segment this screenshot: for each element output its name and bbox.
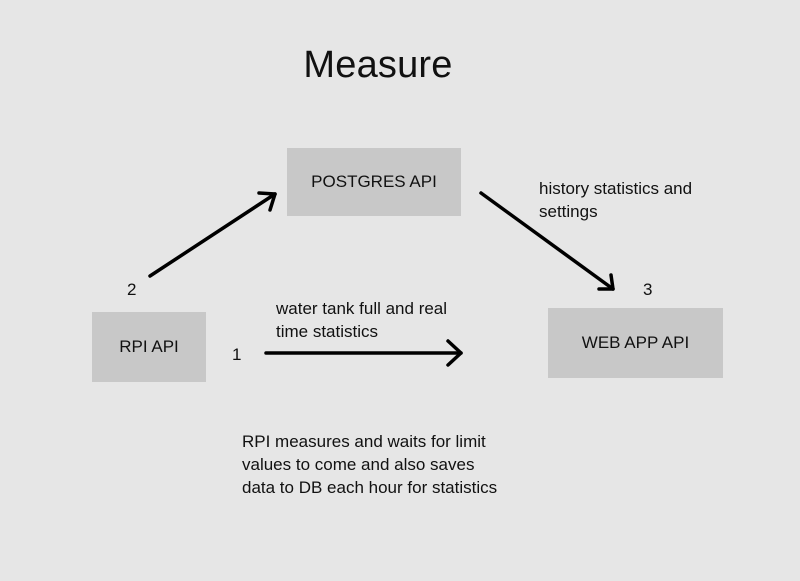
edge-2-number: 2	[127, 280, 137, 299]
rpi-api-label: RPI API	[119, 337, 179, 356]
postgres-api-node: POSTGRES API	[287, 148, 461, 216]
web-app-api-label: WEB APP API	[581, 333, 690, 352]
edge-3-number: 3	[643, 280, 653, 299]
diagram-title: Measure	[303, 44, 453, 86]
rpi-api-node: RPI API	[92, 312, 206, 382]
arrow-rpi-to-postgres	[148, 191, 277, 278]
edge-3-label: history statistics and settings	[539, 179, 693, 221]
arrow-rpi-to-webapp	[264, 339, 463, 367]
web-app-api-node: WEB APP API	[548, 308, 723, 378]
arrow-postgres-to-webapp	[479, 191, 615, 291]
diagram-note: RPI measures and waits for limit values …	[242, 432, 498, 497]
postgres-api-label: POSTGRES API	[311, 172, 437, 191]
edge-1-label: water tank full and real time statistics	[276, 299, 448, 341]
edge-1-number: 1	[232, 345, 242, 364]
